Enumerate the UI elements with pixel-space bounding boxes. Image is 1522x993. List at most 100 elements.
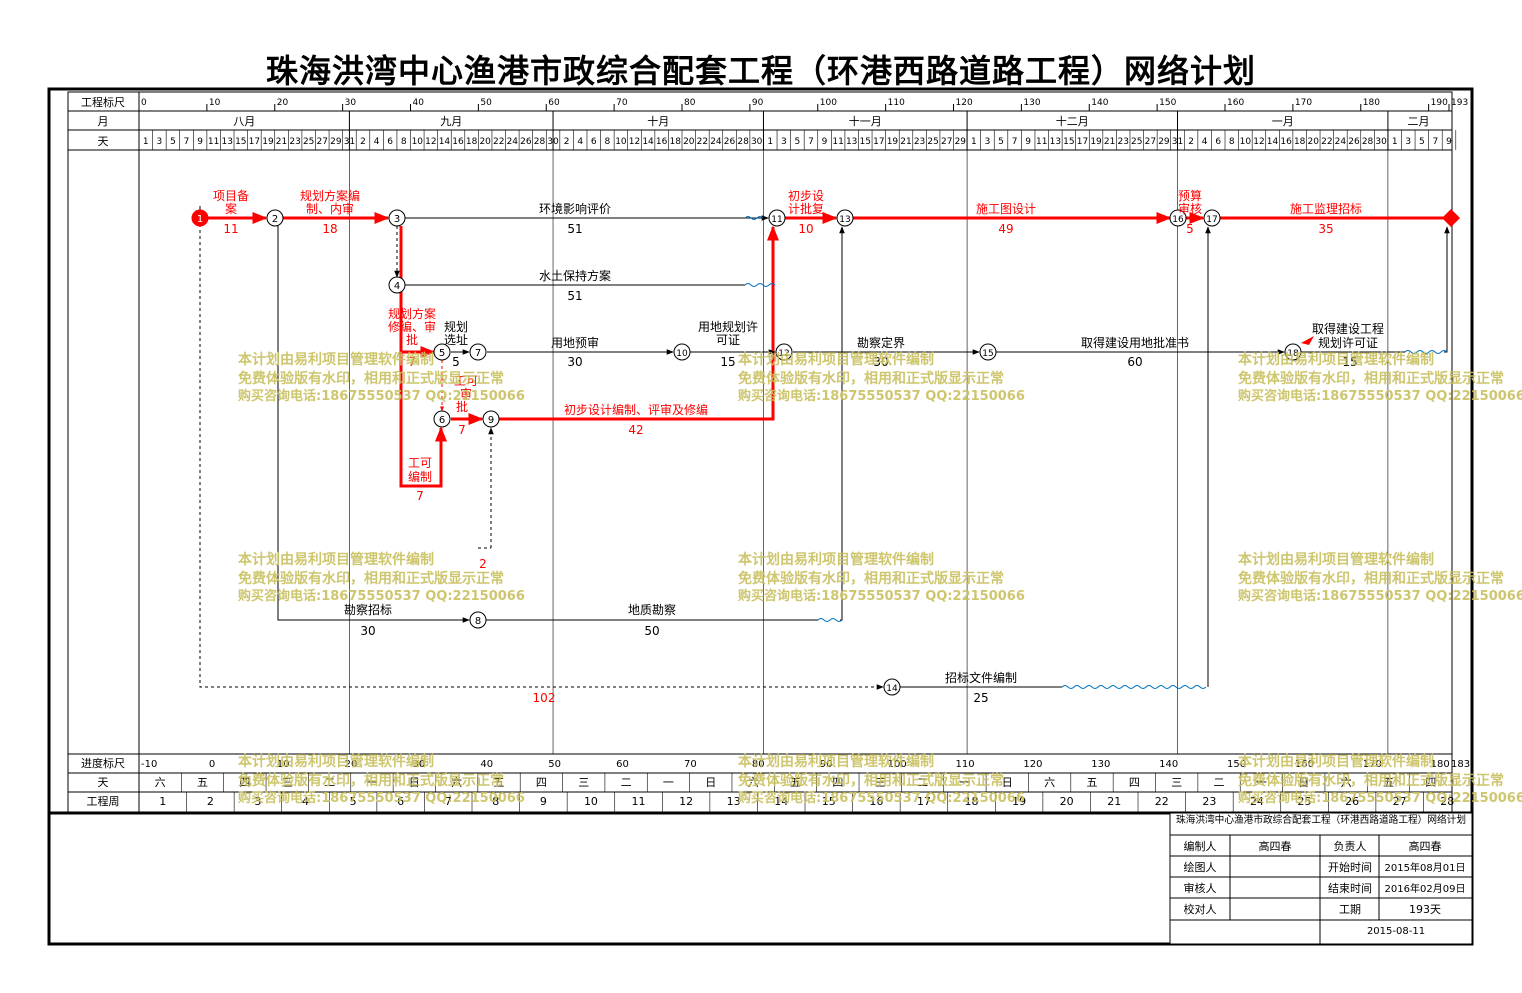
weekday-cell: 四 [239, 776, 250, 789]
progress-tick: 180 [1431, 759, 1450, 770]
info-table: 珠海洪湾中心渔港市政综合配套工程（环港西路道路工程）网络计划 编制人 高四春 负… [1169, 812, 1473, 945]
progress-tick: 150 [1227, 759, 1246, 770]
day-cell: 2 [1188, 137, 1194, 147]
month-cell: 八月 [233, 115, 255, 128]
scale-tick: 50 [480, 98, 492, 108]
node-7: 7 [469, 343, 487, 361]
day-cell: 3 [781, 137, 787, 147]
dur-a15: 10 [798, 222, 813, 236]
week-cell: 9 [540, 795, 547, 808]
progress-tick: 170 [1363, 759, 1382, 770]
finish-node [1442, 209, 1460, 227]
day-cell: 4 [374, 137, 380, 147]
node-10: 10 [673, 343, 691, 361]
watermark-line: 本计划由易利项目管理软件编制 [1238, 351, 1434, 368]
month-boundary-lines [349, 150, 1389, 754]
dummy-1-14 [199, 218, 884, 690]
scale-tick: 90 [752, 98, 764, 108]
day-cell: 9 [1025, 137, 1031, 147]
week-cell: 17 [917, 795, 931, 808]
svg-text:11: 11 [771, 215, 782, 225]
day-cell: 27 [1145, 137, 1156, 147]
svg-text:17: 17 [1206, 215, 1217, 225]
day-cell: 17 [873, 137, 884, 147]
svg-text:18: 18 [1287, 349, 1299, 359]
dur-a9: 30 [873, 355, 888, 369]
label-a5-l2: 修编、审 [388, 319, 436, 334]
weekday-cell: 三 [282, 776, 293, 789]
day-cell: 20 [1308, 137, 1320, 147]
week-cell: 22 [1155, 795, 1169, 808]
week-cell: 27 [1393, 795, 1407, 808]
label-a5-l1: 规划方案 [388, 306, 436, 321]
day-cell: 19 [1090, 137, 1102, 147]
week-cell: 19 [1012, 795, 1026, 808]
day-cell: 10 [412, 137, 424, 147]
day-cell: 8 [1229, 137, 1235, 147]
day-cell: 24 [710, 137, 722, 147]
weekday-cell: 三 [578, 776, 589, 789]
watermarks: 本计划由易利项目管理软件编制免费体验版有水印，相用和正式版显示正常购买咨询电话:… [238, 351, 1522, 806]
day-cell: 23 [914, 137, 925, 147]
day-cell: 7 [1012, 137, 1018, 147]
month-cell: 二月 [1407, 115, 1429, 128]
svg-text:7: 7 [475, 348, 481, 359]
weekday-cell: 三 [1171, 776, 1182, 789]
svg-text:12: 12 [778, 349, 789, 359]
label-a20: 地质勘察 [628, 603, 676, 617]
day-cell: 20 [683, 137, 695, 147]
day-cell: 5 [795, 137, 801, 147]
watermark-line: 购买咨询电话:18675550537 QQ:22150066 [1238, 790, 1522, 806]
day-cell: 24 [507, 137, 519, 147]
weekday-cell: 二 [621, 776, 632, 789]
label-a21: 招标文件编制 [945, 670, 1017, 685]
week-cell: 23 [1202, 795, 1216, 808]
info-k2-2: 结束时间 [1328, 882, 1372, 895]
progress-tick: 20 [345, 759, 358, 770]
arrow-2-8 [277, 226, 470, 623]
day-cell: 28 [737, 137, 749, 147]
label-a12-l3: 批 [456, 399, 468, 414]
watermark-line: 购买咨询电话:18675550537 QQ:22150066 [1238, 388, 1522, 404]
dur-a7: 30 [567, 355, 582, 369]
day-cell: 18 [466, 137, 478, 147]
dur-a8: 15 [720, 355, 735, 369]
day-cell: 21 [276, 137, 287, 147]
scale-tick: 30 [345, 98, 357, 108]
day-cell: 10 [1240, 137, 1252, 147]
label-a7: 用地预审 [551, 335, 599, 350]
progress-tick: 0 [209, 759, 215, 770]
day-cell: 1 [1392, 137, 1398, 147]
dur-a21: 25 [973, 691, 988, 705]
scale-tick: 20 [277, 98, 289, 108]
watermark-line: 免费体验版有水印，相用和正式版显示正常 [1238, 772, 1504, 789]
day-cell: 5 [170, 137, 176, 147]
month-row-label: 月 [98, 115, 109, 128]
progress-tick: 70 [684, 759, 697, 770]
scale-tick: 110 [888, 98, 905, 108]
weekday-cell: 四 [1425, 776, 1436, 789]
dur-a11: 15 [1342, 355, 1357, 369]
progress-tick: 110 [956, 759, 975, 770]
weekday-cell: 六 [155, 776, 166, 789]
day-cell: 12 [629, 137, 640, 147]
float-dummy-102: 102 [533, 691, 556, 705]
weekday-cell: 三 [875, 776, 886, 789]
watermark-line: 免费体验版有水印，相用和正式版显示正常 [738, 772, 1004, 789]
day-cell: 2 [360, 137, 366, 147]
info-title: 珠海洪湾中心渔港市政综合配套工程（环港西路道路工程）网络计划 [1176, 813, 1466, 826]
arrow-9-11 [499, 225, 779, 421]
progress-tick: -10 [141, 759, 157, 770]
label-a8-l2: 可证 [716, 333, 740, 347]
weekday-cell: 一 [959, 776, 970, 789]
node-9: 9 [482, 410, 500, 428]
month-cell: 九月 [440, 115, 462, 128]
dur-a19: 30 [360, 624, 375, 638]
watermark-line: 本计划由易利项目管理软件编制 [238, 351, 434, 368]
day-cell: 26 [520, 137, 532, 147]
day-cell: 29 [330, 137, 342, 147]
watermark-line: 购买咨询电话:18675550537 QQ:22150066 [238, 388, 525, 404]
